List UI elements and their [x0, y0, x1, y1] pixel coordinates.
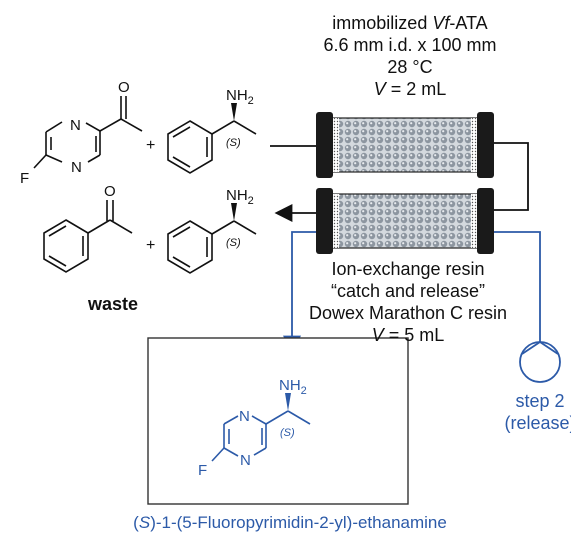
product-box: [147, 337, 409, 505]
plus-sign-2: +: [146, 237, 155, 254]
pump-icon: [519, 340, 561, 383]
column1-line1: immobilized Vf-ATA: [332, 13, 488, 33]
pump-label-line2: (release): [504, 413, 571, 433]
wedge-bond-2: [231, 203, 237, 221]
product-atom-n-2: N: [240, 452, 251, 469]
amine-donor-recovered: [167, 220, 257, 274]
pump-label-line1: step 2: [515, 391, 565, 411]
product-wedge-bond: [285, 393, 291, 411]
product-atom-f: F: [198, 462, 207, 479]
column1-line2: 6.6 mm i.d. x 100 mm: [323, 35, 497, 55]
column2-line4: V = 5 mL: [371, 325, 445, 345]
column1-line3: 28 °C: [387, 57, 433, 77]
substrate-acetylpyrimidine: [33, 96, 143, 169]
product-atom-nh2: NH2: [279, 377, 307, 397]
stereo-label-1: (S): [226, 137, 241, 149]
column2-line1: Ion-exchange resin: [331, 259, 485, 279]
column1-line4: V = 2 mL: [373, 79, 447, 99]
atom-n-1: N: [70, 117, 81, 134]
atom-n-2: N: [71, 159, 82, 176]
product-stereo-label: (S): [280, 427, 295, 439]
ion-exchange-column: [316, 188, 494, 254]
atom-nh2-2: NH2: [226, 187, 254, 207]
atom-o-1: O: [118, 79, 130, 96]
amine-donor: [167, 120, 257, 174]
atom-f-1: F: [20, 170, 29, 187]
plus-sign-1: +: [146, 137, 155, 154]
connector-line: [494, 142, 529, 211]
pump-label: step 2 (release): [490, 390, 571, 434]
wedge-bond-1: [231, 103, 237, 121]
stereo-label-2: (S): [226, 237, 241, 249]
product-atom-n-1: N: [239, 408, 250, 425]
column1-label: immobilized Vf-ATA 6.6 mm i.d. x 100 mm …: [300, 12, 520, 100]
pump-line: [494, 231, 541, 342]
enzyme-column: [316, 112, 494, 178]
atom-o-2: O: [104, 183, 116, 200]
column2-line3: Dowex Marathon C resin: [308, 303, 508, 323]
product-outlet-arrow: [283, 231, 316, 354]
column2-line2: “catch and release”: [330, 281, 486, 301]
atom-nh2-1: NH2: [226, 87, 254, 107]
product-structure: [211, 410, 311, 462]
byproduct-acetophenone: [43, 200, 133, 273]
column2-label: Ion-exchange resin “catch and release” D…: [298, 258, 518, 346]
waste-label: waste: [87, 294, 138, 314]
product-name: (S)-1-(5-Fluoropyrimidin-2-yl)-ethanamin…: [133, 513, 447, 532]
